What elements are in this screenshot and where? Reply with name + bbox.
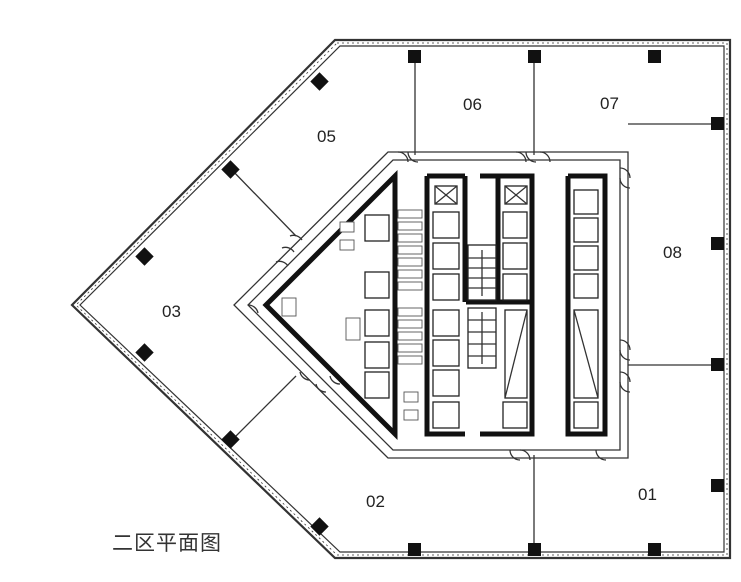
unit-label-06: 06 bbox=[463, 95, 482, 114]
elevators bbox=[364, 189, 599, 429]
unit-label-03: 03 bbox=[162, 302, 181, 321]
shafts bbox=[434, 185, 599, 399]
columns bbox=[135, 50, 724, 556]
doors bbox=[247, 151, 631, 461]
unit-label-01: 01 bbox=[638, 485, 657, 504]
unit-label-08: 08 bbox=[663, 243, 682, 262]
restroom-fixtures bbox=[281, 209, 423, 421]
stairs bbox=[467, 244, 497, 369]
unit-label-07: 07 bbox=[600, 94, 619, 113]
unit-label-05: 05 bbox=[317, 127, 336, 146]
outer-wall bbox=[70, 38, 732, 560]
partitions bbox=[229, 56, 718, 550]
plan-caption: 二区平面图 bbox=[112, 531, 222, 555]
unit-labels: 01 02 03 05 06 07 08 bbox=[162, 94, 682, 511]
unit-label-02: 02 bbox=[366, 492, 385, 511]
core-corridor bbox=[233, 151, 629, 459]
core-walls bbox=[262, 169, 608, 441]
